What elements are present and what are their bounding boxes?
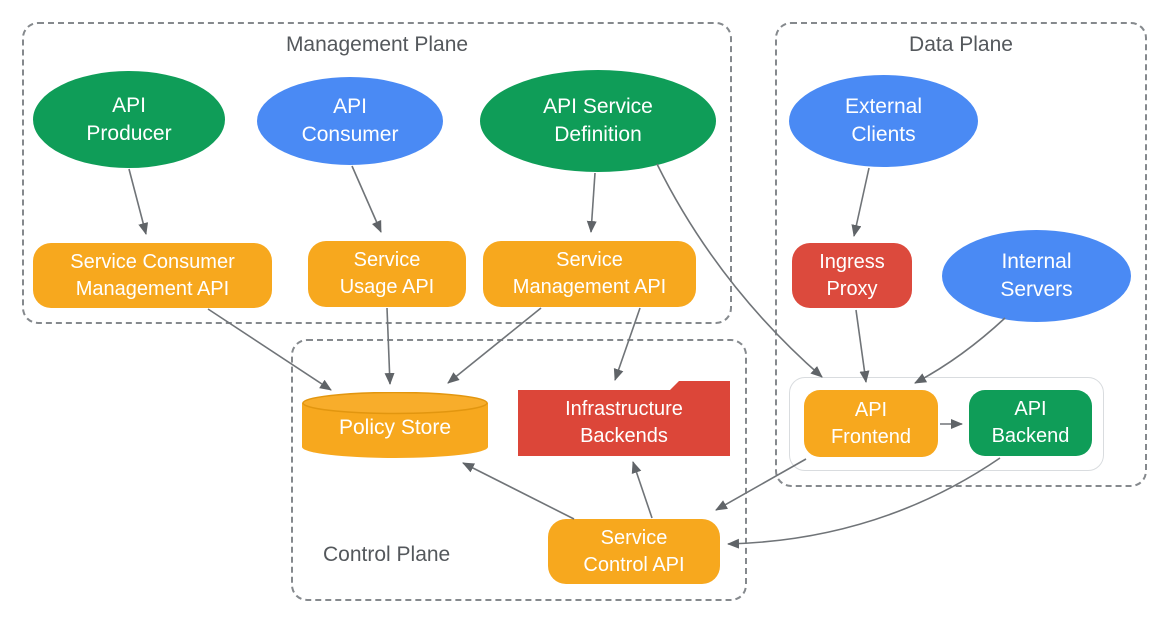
control-plane-title: Control Plane	[323, 543, 451, 566]
node-service-management-api: Service Management API	[483, 241, 696, 307]
infrastructure-backends-folder-shape	[518, 381, 730, 456]
node-internal-servers: Internal Servers	[942, 230, 1131, 322]
node-api-service-definition: API Service Definition	[480, 70, 716, 172]
policy-store-cylinder-shape	[302, 392, 488, 458]
node-ingress-proxy: Ingress Proxy	[792, 243, 912, 308]
node-infrastructure-backends: Infrastructure Backends	[565, 398, 683, 447]
node-external-clients: External Clients	[789, 75, 978, 167]
node-service-consumer-management-api: Service Consumer Management API	[33, 243, 272, 308]
node-api-backend: API Backend	[969, 390, 1092, 456]
node-api-producer: API Producer	[33, 71, 225, 168]
node-service-control-api: Service Control API	[548, 519, 720, 584]
node-api-consumer: API Consumer	[257, 77, 443, 165]
node-api-frontend: API Frontend	[804, 390, 938, 457]
node-service-usage-api: Service Usage API	[308, 241, 466, 307]
node-policy-store: Policy Store	[338, 416, 452, 439]
management-plane-title: Management Plane	[285, 33, 469, 56]
data-plane-title: Data Plane	[909, 33, 1013, 56]
